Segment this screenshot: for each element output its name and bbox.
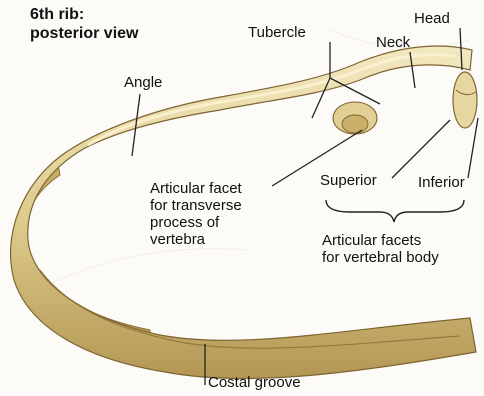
rib-head [453,72,477,128]
figure-title-line1: 6th rib: [30,6,84,24]
figure-title-line2: posterior view [30,25,138,43]
facets-brace [326,200,464,222]
label-inferior: Inferior [418,174,465,191]
label-transverse-facet: Articular facet for transverse process o… [150,180,242,248]
label-vertebral-facets-line2: for vertebral body [322,249,439,266]
label-costal-groove: Costal groove [208,374,301,391]
label-transverse-facet-line4: vertebra [150,231,242,248]
label-vertebral-facets: Articular facets for vertebral body [322,232,439,266]
label-superior: Superior [320,172,377,189]
transverse-facet [342,115,368,133]
label-vertebral-facets-line1: Articular facets [322,232,439,249]
label-transverse-facet-line3: process of [150,214,242,231]
label-head: Head [414,10,450,27]
label-neck: Neck [376,34,410,51]
label-transverse-facet-line2: for transverse [150,197,242,214]
label-angle: Angle [124,74,162,91]
label-tubercle: Tubercle [248,24,306,41]
label-transverse-facet-line1: Articular facet [150,180,242,197]
